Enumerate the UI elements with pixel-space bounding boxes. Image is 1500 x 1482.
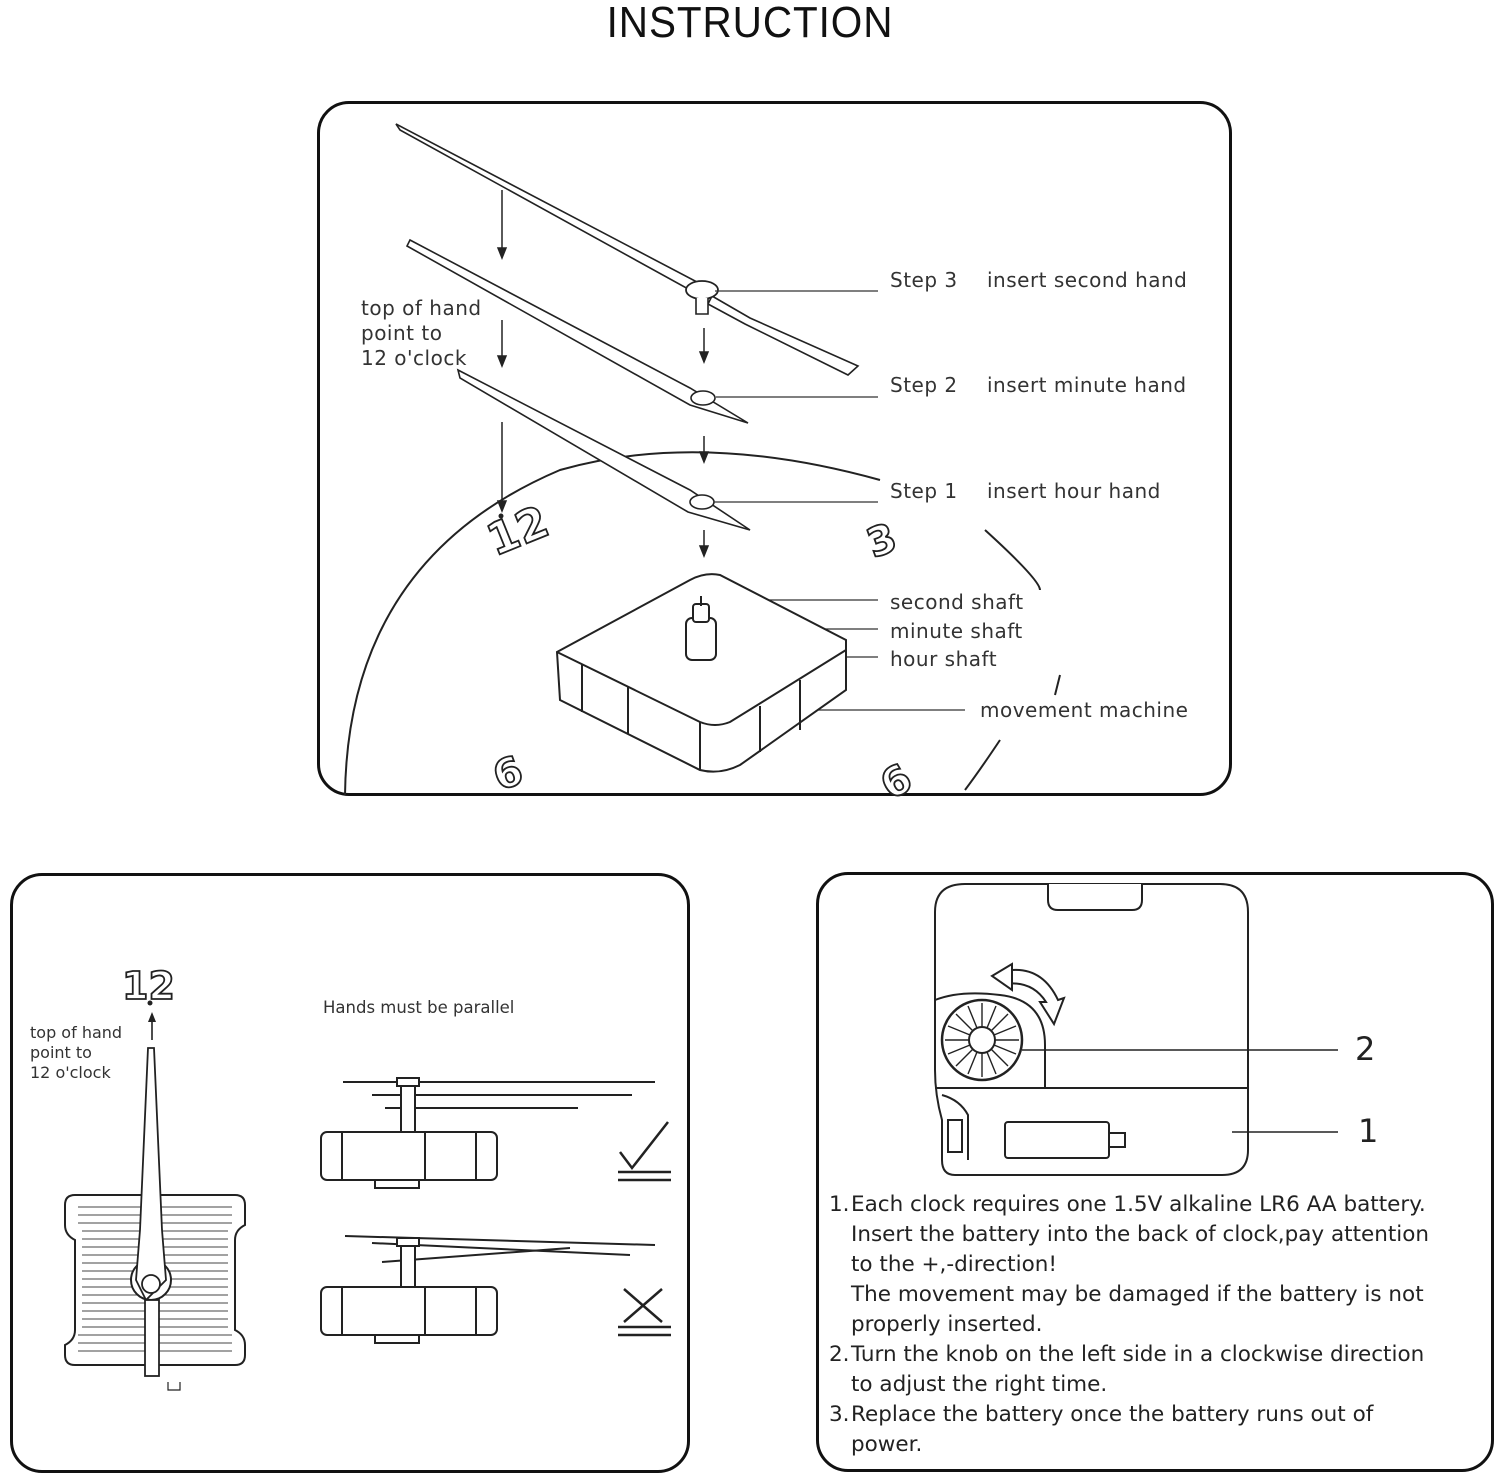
note-line: top of hand [361, 296, 482, 320]
left-top-of-hand-note: top of hand point to 12 o'clock [30, 1023, 122, 1083]
step-3-label: Step 3 [890, 268, 958, 292]
note-line: 12 o'clock [361, 346, 467, 370]
minute-hand-illustration [405, 238, 749, 424]
callout-knob: 2 [1355, 1030, 1376, 1068]
minute-shaft-label: minute shaft [890, 619, 1023, 643]
movement-machine-label: movement machine [980, 698, 1189, 722]
hour-shaft-label: hour shaft [890, 647, 998, 671]
step-1-text: insert hour hand [987, 479, 1161, 503]
movement-back-illustration [934, 883, 1249, 1176]
top-of-hand-note: top of hand point to 12 o'clock [361, 296, 482, 371]
movement-machine-illustration [555, 573, 847, 773]
item-number: 3. [829, 1402, 850, 1427]
note-line: 12 o'clock [30, 1063, 111, 1082]
step-2-text: insert minute hand [987, 373, 1187, 397]
note-line: top of hand [30, 1023, 123, 1042]
instruction-line: properly inserted. [851, 1312, 1043, 1337]
instruction-line: The movement may be damaged if the batte… [851, 1282, 1424, 1307]
clock-face-arc [344, 451, 881, 796]
rotate-arrow-icon [990, 962, 1066, 1027]
twelve-marker: 12 [122, 964, 175, 1008]
item-number: 1. [829, 1192, 850, 1217]
second-shaft-label: second shaft [890, 590, 1024, 614]
instruction-line: power. [851, 1432, 923, 1457]
second-hand-illustration [395, 123, 860, 376]
note-line: point to [361, 321, 443, 345]
instruction-line: to the +,-direction! [851, 1252, 1057, 1277]
instruction-item: 2. Turn the knob on the left side in a c… [829, 1340, 1489, 1400]
step-2-label: Step 2 [890, 373, 958, 397]
instruction-line: Turn the knob on the left side in a cloc… [851, 1342, 1425, 1367]
battery-instructions: 1. Each clock requires one 1.5V alkaline… [829, 1190, 1489, 1460]
instruction-line: Insert the battery into the back of cloc… [851, 1222, 1430, 1247]
instruction-item: 1. Each clock requires one 1.5V alkaline… [829, 1190, 1489, 1340]
item-number: 2. [829, 1342, 850, 1367]
instruction-line: to adjust the right time. [851, 1372, 1108, 1397]
instruction-item: 3. Replace the battery once the battery … [829, 1400, 1489, 1460]
note-line: point to [30, 1043, 92, 1062]
parallel-label: Hands must be parallel [323, 998, 515, 1017]
step-3-text: insert second hand [987, 268, 1188, 292]
adjustment-knob-icon [940, 998, 1024, 1082]
callout-battery: 1 [1358, 1112, 1379, 1150]
parallel-hands-correct-illustration [320, 1077, 655, 1189]
page-title: INSTRUCTION [606, 0, 894, 47]
non-parallel-hands-wrong-illustration [320, 1235, 656, 1344]
checkmark-icon [618, 1121, 671, 1182]
cross-icon [618, 1288, 671, 1337]
instruction-line: Each clock requires one 1.5V alkaline LR… [851, 1192, 1426, 1217]
instruction-line: Replace the battery once the battery run… [851, 1402, 1374, 1427]
step-1-label: Step 1 [890, 479, 958, 503]
